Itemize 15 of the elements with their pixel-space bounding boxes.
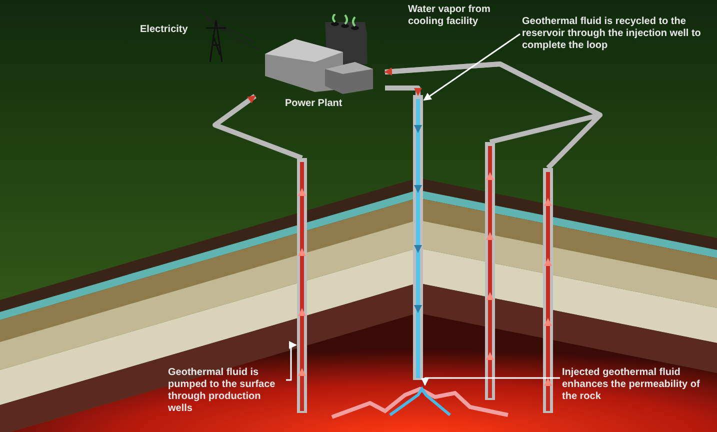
callout-text: Geothermal fluid is recycled to the reservoir through the injection well to complete the loop xyxy=(522,16,710,52)
caption-label: Electricity xyxy=(140,24,189,36)
pipe-arrow xyxy=(385,86,422,96)
pipe-arrow xyxy=(212,94,303,160)
production-well-drawing xyxy=(542,168,554,413)
production-well-drawing xyxy=(484,142,496,400)
callout-text: Injected geothermal fluid enhances the permeability of the rock xyxy=(562,367,712,403)
leader-arrow xyxy=(423,33,520,101)
plant-label: Power Plant xyxy=(285,98,342,110)
pipe-arrow xyxy=(384,62,602,170)
callout-text: Geothermal fluid is pumped to the surface through production wells xyxy=(168,367,286,415)
leader-arrow xyxy=(286,341,297,381)
production-well-drawing xyxy=(296,158,308,413)
leader-arrow xyxy=(421,377,560,386)
injection-well-drawing xyxy=(412,95,424,380)
